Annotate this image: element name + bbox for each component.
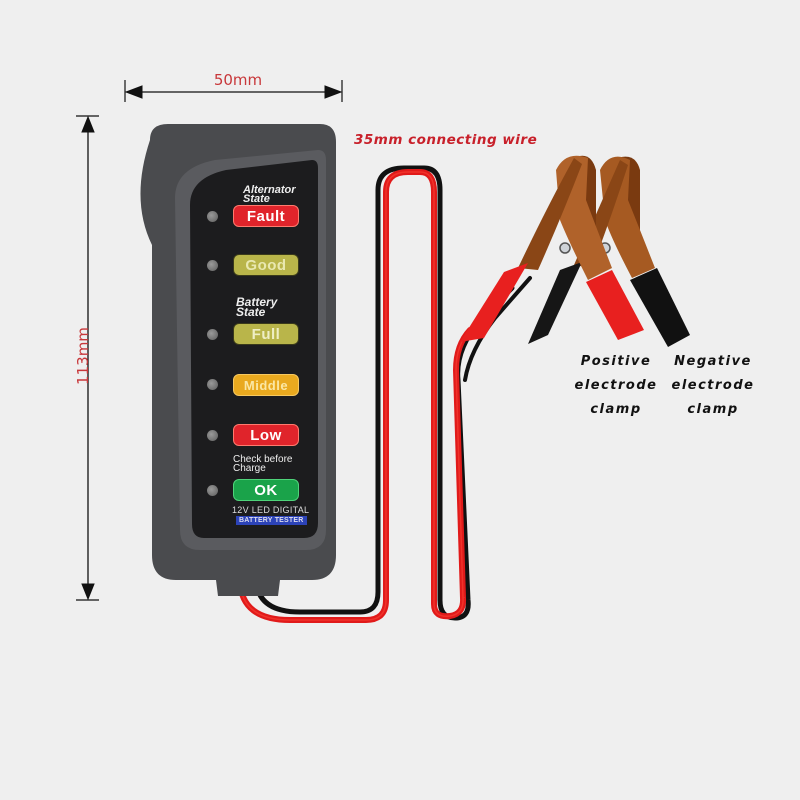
wire-length-label: 35mm connecting wire [354, 132, 538, 148]
middle-label: Middle [233, 374, 299, 396]
width-dimension-line [124, 80, 343, 102]
low-label: Low [233, 424, 299, 446]
led-indicator-fault [207, 211, 218, 222]
full-label: Full [233, 323, 299, 345]
width-dimension-label: 50mm [213, 71, 263, 89]
led-indicator-ok [207, 485, 218, 496]
connecting-wire [237, 165, 532, 623]
tester-model-label: 12V LED DIGITAL [232, 505, 310, 515]
led-indicator-full [207, 329, 218, 340]
led-indicator-low [207, 430, 218, 441]
tester-brand-badge: BATTERY TESTER [236, 516, 307, 525]
height-dimension-line [76, 115, 99, 601]
positive-clamp [460, 155, 644, 342]
fault-label: Fault [233, 205, 299, 227]
good-label: Good [233, 254, 299, 276]
led-indicator-good [207, 260, 218, 271]
ok-label: OK [233, 479, 299, 501]
battery-tester-body [140, 124, 336, 596]
height-dimension-label: 113mm [74, 327, 92, 385]
led-indicator-middle [207, 379, 218, 390]
